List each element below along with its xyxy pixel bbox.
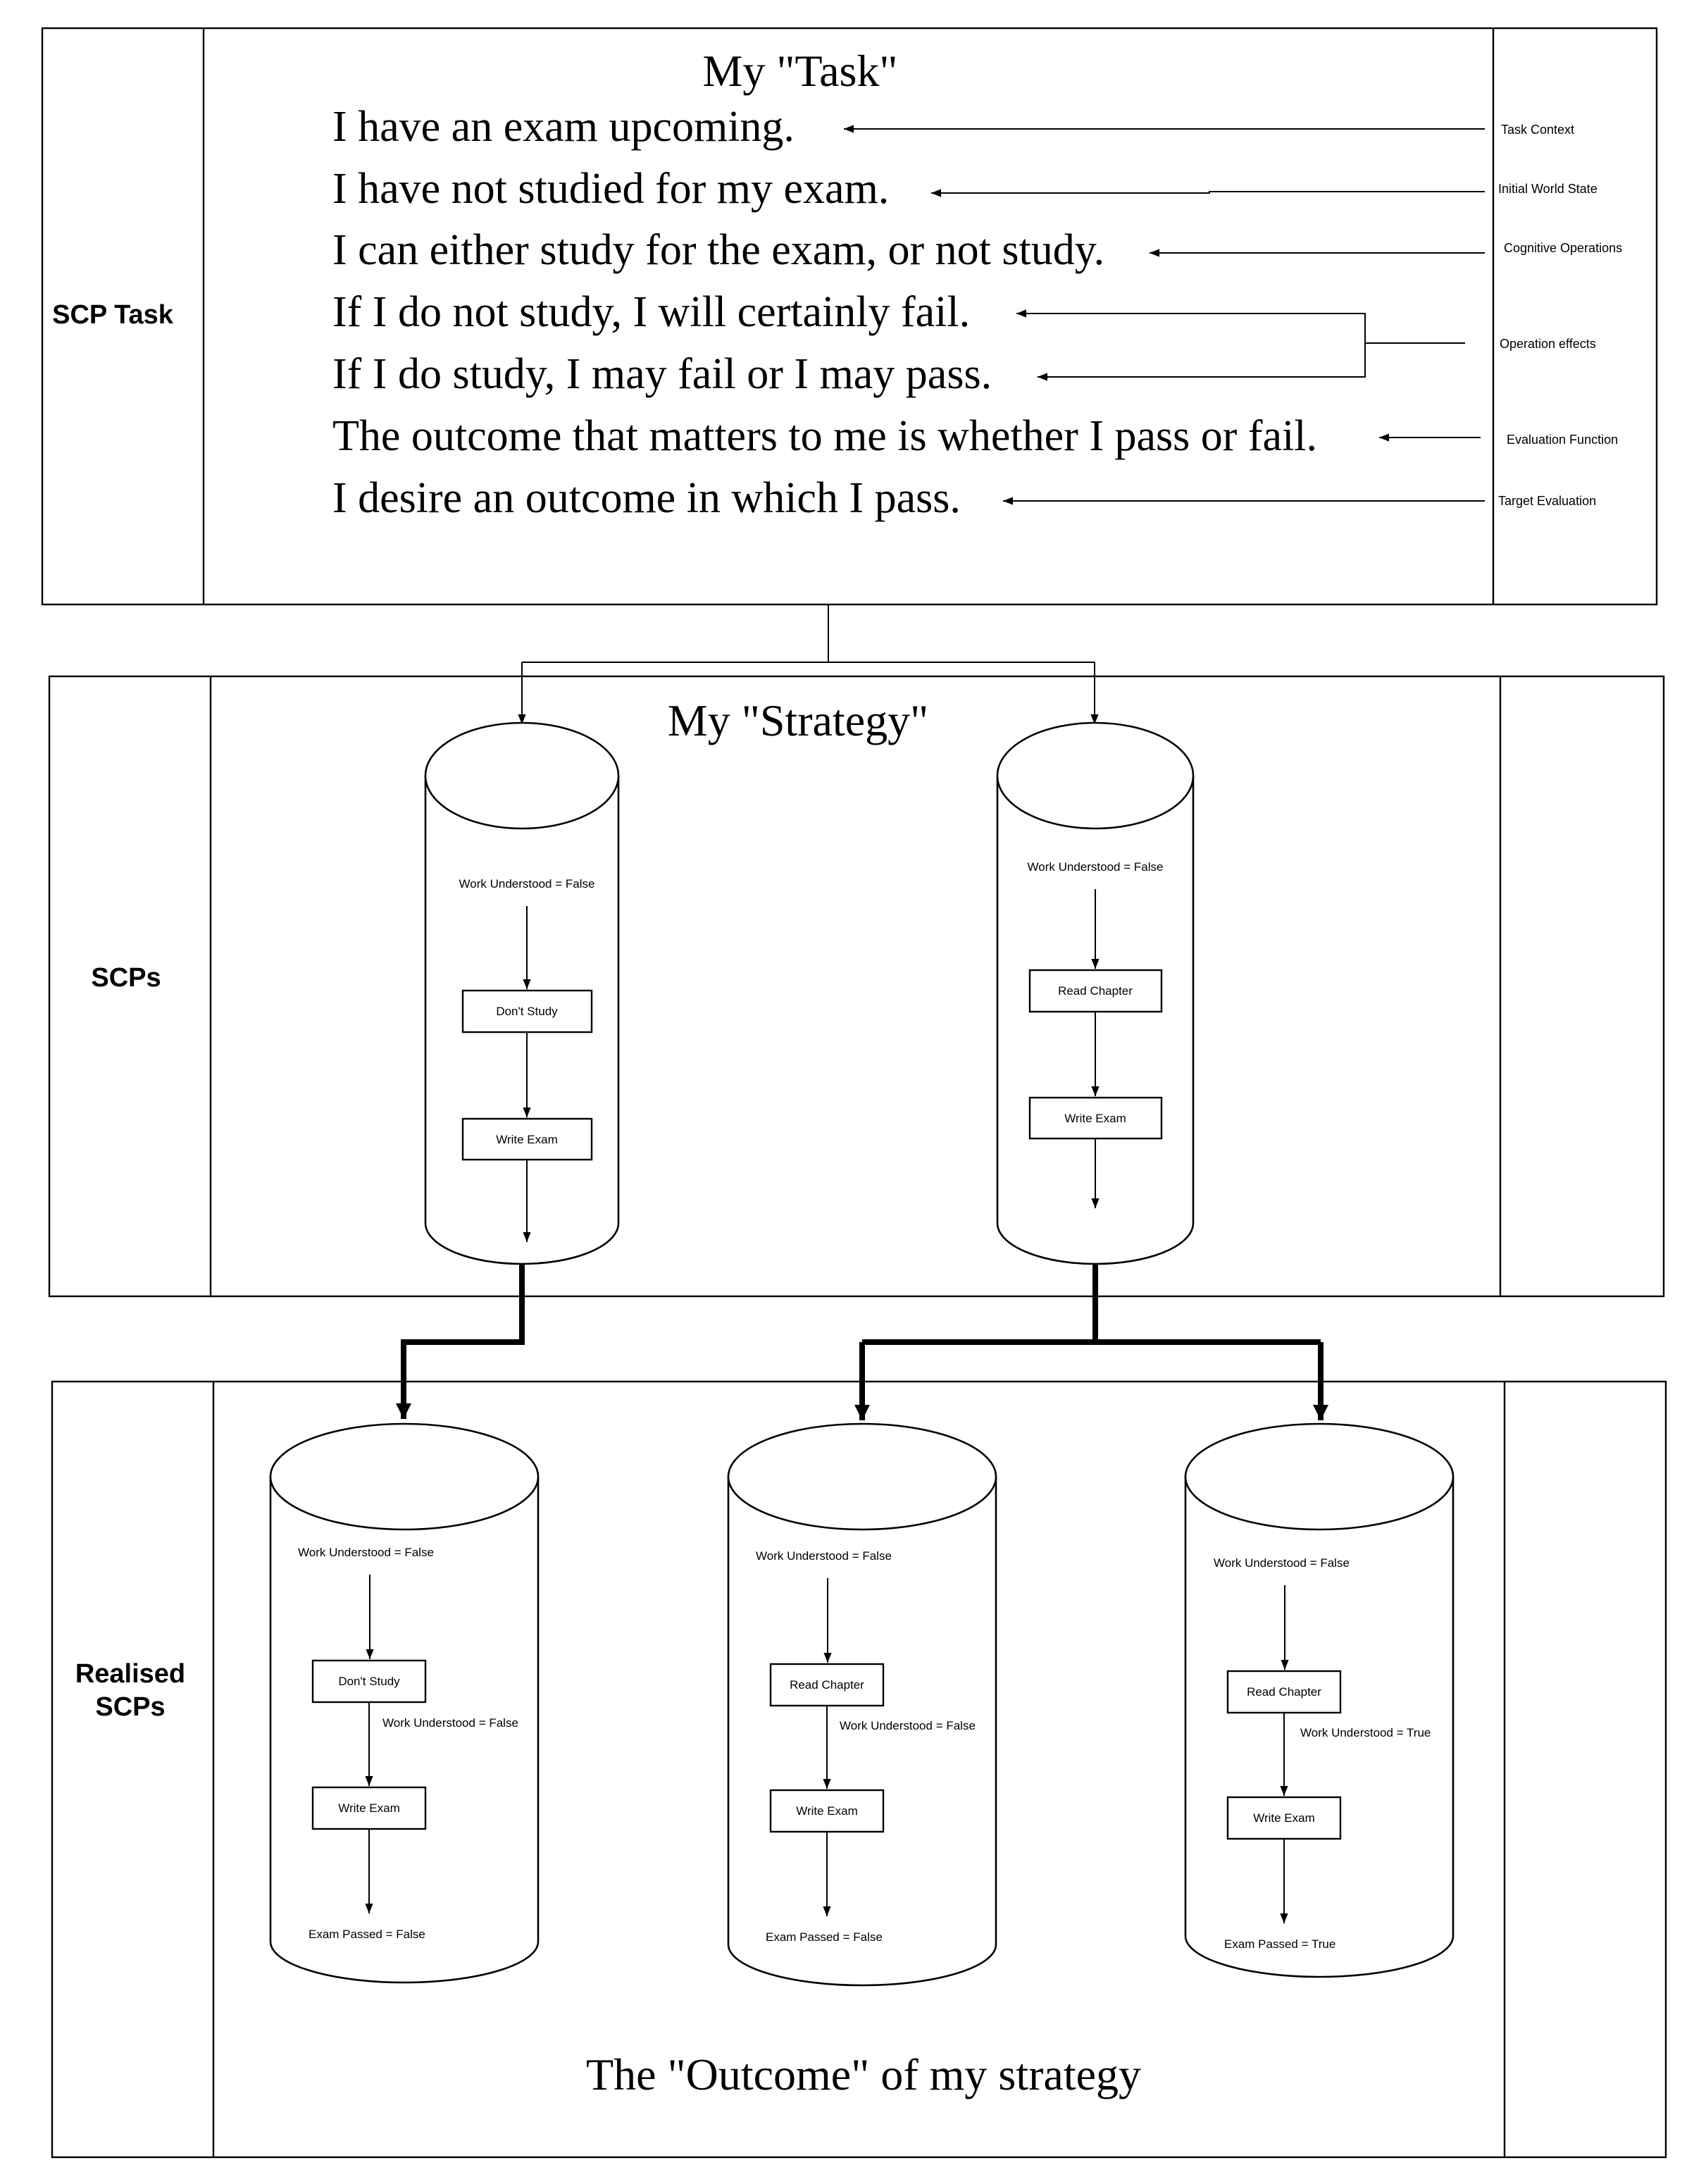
step-box: [1028, 969, 1163, 1013]
step-box: [461, 989, 593, 1034]
task-side-label: SCP Task: [52, 300, 174, 330]
task-line-5: If I do study, I may fail or I may pass.: [332, 350, 992, 398]
cylinder-top: [424, 721, 620, 830]
step-label: Read Chapter: [1247, 1685, 1321, 1699]
task-panel: SCP Task My "Task" I have an exam upcomi…: [41, 27, 1658, 606]
strategy-cylinder-1: Work Understood = False Don't Study Writ…: [424, 721, 620, 1265]
cylinder-body: [1184, 1477, 1455, 1978]
mid-state: Work Understood = True: [1300, 1726, 1431, 1739]
strategy-title: My "Strategy": [668, 695, 928, 745]
strategy-panel-frame: [48, 675, 1665, 1298]
step-label: Read Chapter: [790, 1678, 864, 1692]
task-panel-frame: [41, 27, 1658, 606]
step-box: [769, 1663, 885, 1707]
strategy-to-outcome-connector: [396, 1264, 1328, 1420]
step-label: Write Exam: [796, 1804, 858, 1818]
step-label: Don't Study: [338, 1675, 400, 1688]
step-box: [1226, 1796, 1342, 1840]
task-to-strategy-connector: [518, 604, 1099, 724]
cylinder-state: Work Understood = False: [1214, 1556, 1350, 1570]
outcome-side-label-line1: Realised: [75, 1659, 185, 1689]
realise-arrow-1: [396, 1264, 525, 1419]
mid-state: Work Understood = False: [840, 1719, 976, 1732]
strategy-cylinder-2: Work Understood = False Read Chapter Wri…: [996, 721, 1195, 1265]
annotation-target-evaluation: Target Evaluation: [1498, 494, 1596, 508]
annotation-task-context: Task Context: [1501, 123, 1574, 137]
step-box: [311, 1659, 427, 1704]
step-label: Read Chapter: [1058, 984, 1133, 998]
step-label: Write Exam: [496, 1133, 558, 1146]
result-state: Exam Passed = False: [309, 1928, 425, 1941]
step-label: Don't Study: [496, 1005, 558, 1018]
cylinder-state: Work Understood = False: [1028, 860, 1164, 874]
step-box: [1226, 1670, 1342, 1714]
arrow-operation-effects-2: [1038, 343, 1366, 381]
cylinder-body: [727, 1477, 997, 1987]
outcome-side-label-line2: SCPs: [95, 1692, 165, 1722]
step-label: Write Exam: [338, 1801, 400, 1815]
step-box: [311, 1786, 427, 1830]
task-line-6: The outcome that matters to me is whethe…: [332, 412, 1317, 460]
cylinder-state: Work Understood = False: [756, 1549, 892, 1563]
task-line-1: I have an exam upcoming.: [332, 103, 795, 151]
arrow-operation-effects-1: [1016, 309, 1465, 344]
cylinder-top: [727, 1422, 997, 1531]
task-title: My "Task": [702, 46, 897, 96]
outcome-cylinder-1: Work Understood = False Don't Study Work…: [269, 1422, 540, 1984]
task-line-4: If I do not study, I will certainly fail…: [332, 288, 970, 336]
step-label: Write Exam: [1064, 1112, 1126, 1125]
arrow-initial-world-state: [931, 189, 1485, 197]
outcome-title: The "Outcome" of my strategy: [586, 2049, 1141, 2099]
task-line-2: I have not studied for my exam.: [332, 165, 889, 213]
cylinder-top: [996, 721, 1195, 830]
annotation-operation-effects: Operation effects: [1500, 337, 1596, 351]
outcome-cylinder-2: Work Understood = False Read Chapter Wor…: [727, 1422, 997, 1987]
outcome-cylinder-3: Work Understood = False Read Chapter Wor…: [1184, 1422, 1455, 1978]
annotation-evaluation-function: Evaluation Function: [1507, 433, 1618, 447]
outcome-panel: Realised SCPs The "Outcome" of my strate…: [51, 1380, 1667, 2159]
cylinder-state: Work Understood = False: [459, 877, 595, 891]
cylinder-top: [1184, 1422, 1455, 1531]
cylinder-state: Work Understood = False: [298, 1546, 434, 1559]
task-line-7: I desire an outcome in which I pass.: [332, 474, 961, 522]
mid-state: Work Understood = False: [382, 1716, 518, 1730]
step-label: Write Exam: [1253, 1811, 1315, 1825]
task-line-3: I can either study for the exam, or not …: [332, 226, 1104, 274]
step-box: [461, 1117, 593, 1161]
result-state: Exam Passed = False: [766, 1930, 883, 1944]
annotation-initial-world-state: Initial World State: [1498, 182, 1598, 196]
result-state: Exam Passed = True: [1224, 1937, 1335, 1951]
strategy-panel: SCPs My "Strategy" Work Understood = Fal…: [48, 675, 1665, 1298]
cylinder-top: [269, 1422, 540, 1531]
outcome-panel-frame: [51, 1380, 1667, 2159]
annotation-cognitive-operations: Cognitive Operations: [1504, 241, 1622, 255]
cylinder-body: [269, 1477, 540, 1984]
strategy-side-label: SCPs: [91, 963, 161, 993]
